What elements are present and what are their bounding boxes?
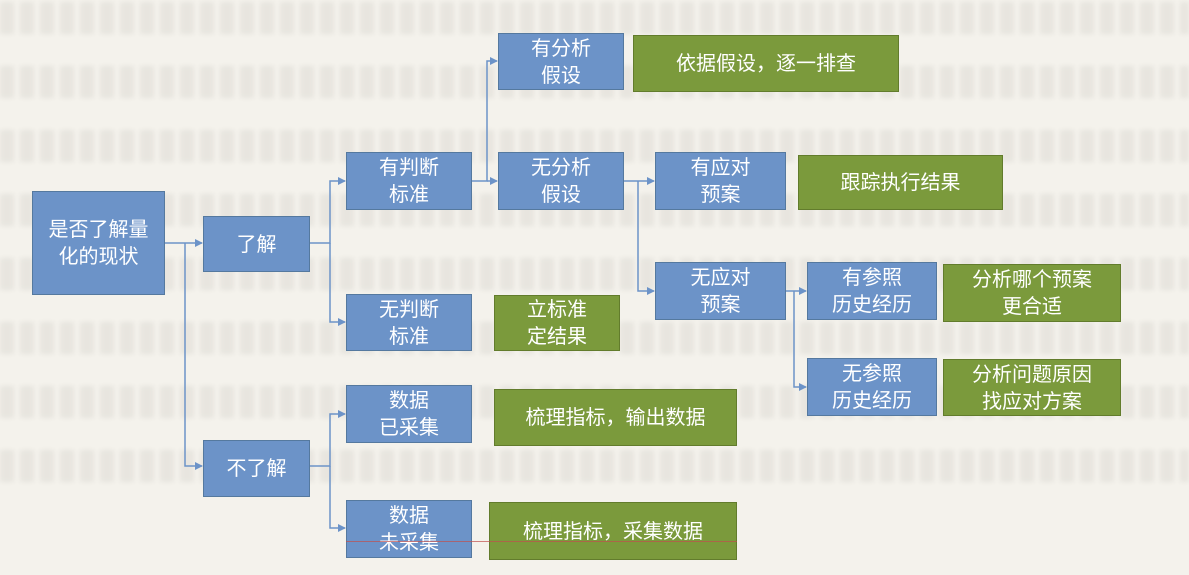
action-find-cause: 分析问题原因 找应对方案 — [943, 359, 1121, 416]
connector-not-understand-not-collected — [329, 466, 346, 532]
node-label-line: 有参照 — [842, 265, 902, 289]
action-label-line: 找应对方案 — [982, 388, 1082, 413]
node-label-line: 无判断 — [379, 296, 439, 321]
action-label-line: 梳理指标，采集数据 — [523, 518, 703, 543]
node-label-line: 数据 — [389, 503, 429, 527]
connector-root-not-understand — [184, 243, 203, 470]
node-understand: 了解 — [203, 216, 310, 272]
connector-not-understand-collected — [310, 410, 346, 467]
connector-plan-no-reference — [793, 291, 807, 391]
connector-understand-no-criteria — [329, 243, 346, 326]
node-label-line: 无应对 — [690, 265, 751, 289]
connector-criteria-has-hypothesis — [472, 57, 498, 182]
node-label-line: 有分析 — [531, 35, 591, 60]
node-no-plan: 无应对 预案 — [655, 262, 786, 320]
node-no-hypothesis: 无分析 假设 — [498, 152, 624, 210]
node-label-line: 历史经历 — [832, 292, 912, 316]
node-has-reference: 有参照 历史经历 — [807, 262, 937, 320]
node-label-line: 未采集 — [379, 530, 439, 554]
node-label-line: 预案 — [700, 292, 741, 316]
connector-understand-has-criteria — [310, 177, 346, 244]
node-label-line: 标准 — [389, 182, 429, 206]
node-label-line: 标准 — [389, 323, 429, 348]
node-label-line: 数据 — [389, 388, 429, 412]
node-has-criteria: 有判断 标准 — [346, 152, 472, 210]
node-label-line: 无参照 — [842, 361, 902, 385]
node-data-not-collected: 数据 未采集 — [346, 500, 472, 558]
action-track-results: 跟踪执行结果 — [798, 155, 1003, 210]
node-label-line: 无分析 — [531, 155, 591, 179]
action-pick-best-plan: 分析哪个预案 更合适 — [943, 264, 1121, 322]
node-label-line: 有判断 — [379, 155, 439, 179]
node-no-reference: 无参照 历史经历 — [807, 358, 937, 416]
node-label-line: 已采集 — [379, 415, 439, 439]
pen-mark — [346, 541, 737, 542]
node-label-line: 假设 — [541, 62, 581, 87]
node-data-collected: 数据 已采集 — [346, 385, 472, 443]
action-label-line: 分析问题原因 — [972, 361, 1092, 386]
action-label-line: 分析哪个预案 — [972, 267, 1092, 291]
node-has-hypothesis: 有分析 假设 — [498, 33, 624, 90]
node-root: 是否了解量 化的现状 — [32, 191, 165, 295]
action-sort-output: 梳理指标，输出数据 — [494, 389, 737, 446]
action-label-line: 更合适 — [1002, 294, 1062, 318]
action-label-line: 跟踪执行结果 — [840, 170, 961, 194]
background-text-band — [0, 2, 1189, 34]
node-no-criteria: 无判断 标准 — [346, 294, 472, 351]
node-label-line: 预案 — [700, 182, 741, 206]
action-sort-collect: 梳理指标，采集数据 — [489, 502, 737, 560]
node-has-plan: 有应对 预案 — [655, 152, 786, 210]
node-label-line: 化的现状 — [58, 244, 139, 268]
action-set-criteria: 立标准 定结果 — [494, 295, 620, 351]
action-label-line: 梳理指标，输出数据 — [525, 405, 706, 429]
action-check-by-hypothesis: 依据假设，逐一排查 — [633, 35, 899, 92]
connector-hypothesis-no-plan — [637, 181, 655, 295]
node-label-line: 了解 — [236, 231, 277, 256]
action-label-line: 依据假设，逐一排查 — [676, 51, 856, 75]
node-label-line: 不了解 — [226, 456, 287, 480]
node-label-line: 历史经历 — [832, 388, 912, 412]
action-label-line: 立标准 — [527, 297, 587, 321]
node-not-understand: 不了解 — [203, 440, 310, 497]
node-label-line: 有应对 — [690, 155, 751, 179]
node-label-line: 是否了解量 — [48, 217, 149, 241]
action-label-line: 定结果 — [527, 324, 587, 348]
node-label-line: 假设 — [541, 182, 581, 206]
